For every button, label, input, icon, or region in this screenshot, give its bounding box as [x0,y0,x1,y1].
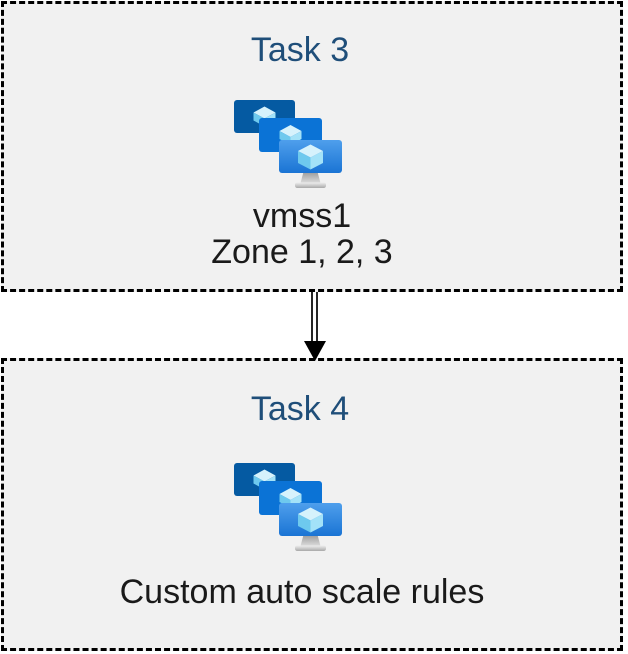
task3-caption: vmss1 Zone 1, 2, 3 [4,198,600,270]
vmss-name-label: vmss1 [252,197,352,235]
task4-title: Task 4 [250,390,350,428]
vm-scale-sets-icon [234,100,342,188]
zones-label: Zone 1, 2, 3 [211,233,393,271]
task4-box: Task 4 Custom auto scale rules [1,358,623,651]
vm-scale-sets-icon [234,463,342,551]
autoscale-label: Custom auto scale rules [119,573,485,611]
task3-box: Task 3 vmss1 Zone 1, 2, 3 [1,1,623,292]
down-arrow-connector [304,292,326,361]
task3-title: Task 3 [250,31,350,69]
task4-caption: Custom auto scale rules [4,574,600,610]
